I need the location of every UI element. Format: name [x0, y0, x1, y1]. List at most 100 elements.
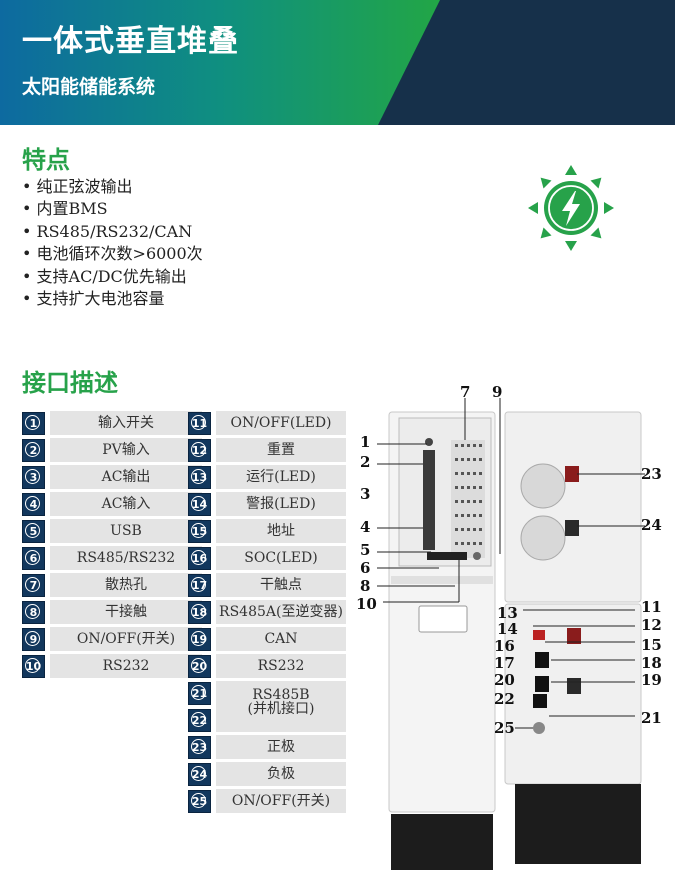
interface-label: 干接触 [50, 600, 202, 624]
badge-ring [191, 604, 206, 619]
badge-number: 8 [29, 606, 38, 619]
badge-ring [191, 523, 206, 538]
callout-4: 4 [360, 518, 371, 536]
badge-number: 6 [29, 552, 38, 565]
badge-ring [191, 577, 206, 592]
interface-label: 地址 [216, 519, 346, 543]
badge-number: 5 [29, 525, 38, 538]
number-badge: 2 [22, 439, 45, 462]
badge-ring [25, 658, 40, 673]
callout-8: 8 [360, 577, 371, 595]
inverter-unit [388, 411, 496, 870]
number-badge: 14 [188, 493, 211, 516]
badge-number: 11 [191, 417, 208, 430]
callout-lines [377, 398, 645, 729]
badge-number: 12 [191, 444, 208, 457]
badge-ring [25, 496, 40, 511]
callout-16: 16 [494, 637, 515, 655]
interface-label: RS232 [216, 654, 346, 678]
interface-label: RS232 [50, 654, 202, 678]
callout-5: 5 [360, 541, 371, 559]
feature-item: RS485/RS232/CAN [22, 221, 203, 243]
number-badge: 1 [22, 412, 45, 435]
badge-number: 21 [191, 687, 208, 700]
badge-ring [25, 604, 40, 619]
number-badge: 16 [188, 547, 211, 570]
number-badge: 10 [22, 655, 45, 678]
badge-ring [25, 523, 40, 538]
callout-19: 19 [641, 671, 662, 689]
callout-1: 1 [360, 433, 371, 451]
number-badge: 20 [188, 655, 211, 678]
callout-22: 22 [494, 690, 515, 708]
feature-item: 纯正弦波输出 [22, 176, 203, 198]
interface-label: 警报(LED) [216, 492, 346, 516]
interface-label: 负极 [216, 762, 346, 786]
number-badge: 7 [22, 574, 45, 597]
callout-23: 23 [641, 465, 662, 483]
number-badge: 8 [22, 601, 45, 624]
interface-label: 散热孔 [50, 573, 202, 597]
callout-25: 25 [494, 719, 515, 737]
header-banner: 一体式垂直堆叠 太阳能储能系统 [0, 0, 675, 125]
interface-label: ON/OFF(LED) [216, 411, 346, 435]
badge-number: 13 [191, 471, 208, 484]
callout-10: 10 [356, 595, 377, 613]
badge-ring [191, 496, 206, 511]
features-list: 纯正弦波输出 内置BMS RS485/RS232/CAN 电池循环次数>6000… [22, 176, 203, 310]
interface-label: (并机接口) [247, 701, 315, 717]
callout-12: 12 [641, 616, 662, 634]
badge-number: 15 [191, 525, 208, 538]
interface-label: ON/OFF(开关) [50, 627, 202, 651]
feature-item: 支持扩大电池容量 [22, 288, 203, 310]
badge-number: 17 [191, 579, 208, 592]
callout-21: 21 [641, 709, 662, 727]
callout-15: 15 [641, 636, 662, 654]
badge-number: 14 [191, 498, 208, 511]
interface-label: ON/OFF(开关) [216, 789, 346, 813]
number-badge: 9 [22, 628, 45, 651]
number-badge: 3 [22, 466, 45, 489]
number-badge: 23 [188, 736, 211, 759]
badge-number: 10 [25, 660, 42, 673]
feature-item: 电池循环次数>6000次 [22, 243, 203, 265]
number-badge: 25 [188, 790, 211, 813]
badge-ring [25, 550, 40, 565]
device-illustration [377, 398, 645, 870]
interface-label: CAN [216, 627, 346, 651]
badge-number: 1 [29, 417, 38, 430]
badge-ring [25, 577, 40, 592]
interface-label: RS485/RS232 [50, 546, 202, 570]
badge-ring [191, 658, 206, 673]
badge-ring [25, 415, 40, 430]
interface-label: AC输出 [50, 465, 202, 489]
callout-7: 7 [460, 383, 471, 401]
badge-number: 3 [29, 471, 38, 484]
badge-ring [191, 766, 206, 781]
badge-ring [191, 685, 206, 700]
badge-ring [25, 442, 40, 457]
callout-2: 2 [360, 453, 371, 471]
feature-item: 支持AC/DC优先输出 [22, 266, 203, 288]
number-badge: 21 [188, 682, 211, 705]
callout-3: 3 [360, 485, 371, 503]
interface-label: 正极 [216, 735, 346, 759]
number-badge: 15 [188, 520, 211, 543]
badge-number: 23 [191, 741, 208, 754]
callout-9: 9 [492, 383, 503, 401]
interface-label: PV输入 [50, 438, 202, 462]
badge-number: 24 [191, 768, 208, 781]
interfaces-heading: 接口描述 [22, 368, 118, 397]
number-badge: 24 [188, 763, 211, 786]
callout-18: 18 [641, 654, 662, 672]
badge-ring [25, 631, 40, 646]
badge-number: 7 [29, 579, 38, 592]
page-title: 一体式垂直堆叠 [22, 24, 239, 59]
interface-label: 重置 [216, 438, 346, 462]
callout-11: 11 [641, 598, 662, 616]
number-badge: 5 [22, 520, 45, 543]
number-badge: 13 [188, 466, 211, 489]
interface-label: SOC(LED) [216, 546, 346, 570]
badge-number: 9 [29, 633, 38, 646]
page-subtitle: 太阳能储能系统 [22, 76, 156, 98]
